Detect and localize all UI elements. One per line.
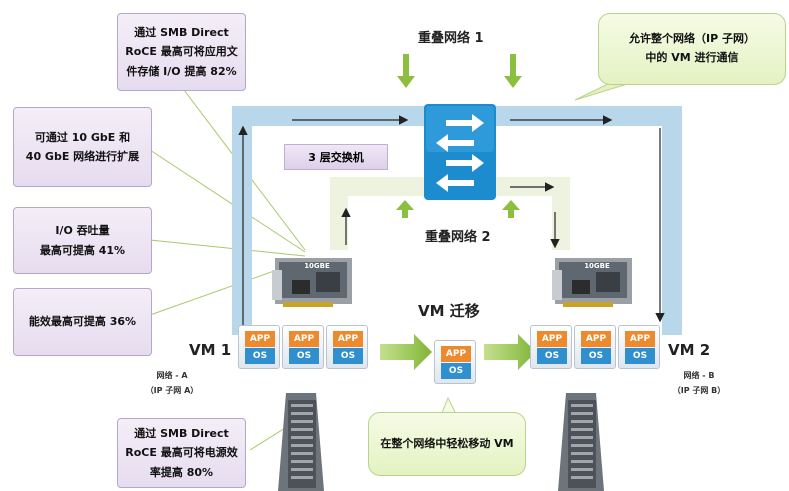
vm-box: APP OS <box>238 325 280 369</box>
overlay-network-1-label: 重叠网络 1 <box>418 31 484 46</box>
vm-box: APP OS <box>282 325 324 369</box>
green-input-arrows <box>396 54 522 218</box>
app-tile: APP <box>289 331 319 347</box>
os-tile: OS <box>625 348 655 364</box>
app-tile: APP <box>333 331 363 347</box>
overlay-network-2-loop <box>330 177 570 250</box>
app-tile: APP <box>537 331 567 347</box>
nic-right-label: 10GBE <box>584 262 610 270</box>
migration-arrow-left-icon <box>380 334 432 370</box>
os-tile: OS <box>245 348 275 364</box>
os-tile: OS <box>581 348 611 364</box>
network-b-label: 网络 - B （IP 子网 B） <box>672 371 726 396</box>
nic-card-right-icon <box>552 258 632 307</box>
vm2-label: VM 2 <box>668 341 711 359</box>
os-tile: OS <box>441 363 471 379</box>
app-tile: APP <box>581 331 611 347</box>
os-tile: OS <box>537 348 567 364</box>
app-tile: APP <box>245 331 275 347</box>
app-tile: APP <box>441 346 471 362</box>
migrating-vm-box: APP OS <box>434 340 476 384</box>
callout-smb-roce-power: 通过 SMB Direct RoCE 最高可将电源效 率提高 80% <box>117 418 246 488</box>
callout-io-throughput: I/O 吞吐量 最高可提高 41% <box>13 207 152 274</box>
callout-power-efficiency: 能效最高可提高 36% <box>13 288 152 356</box>
vm-box: APP OS <box>618 325 660 369</box>
app-tile: APP <box>625 331 655 347</box>
vm1-label: VM 1 <box>189 341 232 359</box>
vm-box: APP OS <box>530 325 572 369</box>
migration-arrow-right-icon <box>484 334 536 370</box>
server-left-icon <box>278 393 324 491</box>
vm-box: APP OS <box>574 325 616 369</box>
callout-scale-10-40gbe: 可通过 10 GbE 和 40 GbE 网络进行扩展 <box>13 107 152 187</box>
os-tile: OS <box>333 348 363 364</box>
flow-arrows <box>238 115 665 330</box>
layer3-switch-label: 3 层交换机 <box>284 144 388 170</box>
network-a-label: 网络 - A （IP 子网 A） <box>145 371 199 396</box>
callout-move-vm: 在整个网络中轻松移动 VM <box>368 412 526 476</box>
callout-whole-network: 允许整个网络（IP 子网） 中的 VM 进行通信 <box>598 13 786 85</box>
os-tile: OS <box>289 348 319 364</box>
vm-migration-label: VM 迁移 <box>418 302 480 320</box>
vm-box: APP OS <box>326 325 368 369</box>
callout-smb-roce-storage: 通过 SMB Direct RoCE 最高可将应用文 件存储 I/O 提高 82… <box>117 13 246 91</box>
layer3-switch-icon <box>424 104 496 200</box>
overlay-network-2-label: 重叠网络 2 <box>425 230 491 245</box>
nic-card-left-icon <box>272 258 352 307</box>
server-right-icon <box>558 393 604 491</box>
nic-left-label: 10GBE <box>304 262 330 270</box>
